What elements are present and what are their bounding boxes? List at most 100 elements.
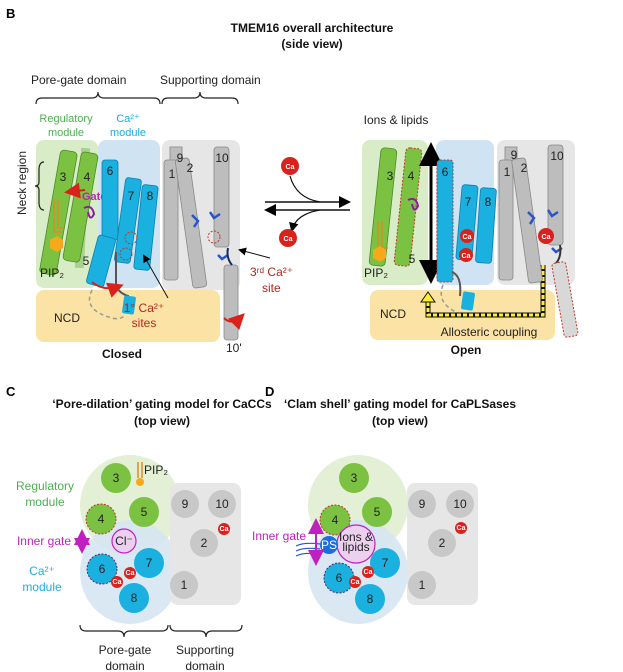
helix-label: 9 (419, 497, 426, 511)
ca-site-empty (119, 247, 133, 261)
dashed-loop (88, 289, 125, 320)
calcium-ion (459, 248, 473, 262)
helix-label: 1 (504, 165, 511, 179)
primary-sites-label: 1° Ca²⁺ (124, 301, 164, 315)
chloride-pore (111, 528, 137, 554)
pore-gate-domain-label: Pore-gate domain (31, 73, 126, 87)
helix-5 (129, 497, 159, 527)
allosteric-arrowhead (420, 291, 436, 303)
third-site-label: site (262, 281, 281, 295)
linker (226, 247, 233, 266)
pip2-lipid (53, 200, 64, 233)
ca-label: Ca (286, 164, 295, 171)
helix-label: 3 (351, 471, 358, 485)
pip2-headgroup (136, 478, 144, 486)
helix-3 (339, 463, 369, 493)
neck-brace (34, 161, 45, 211)
primary-sites-label: sites (132, 316, 157, 330)
ca-binding-curve (289, 175, 321, 203)
supporting-domain-label: Supporting (176, 643, 234, 657)
closed-label: Closed (102, 347, 142, 361)
helix-10-prime-label: 10' (226, 341, 242, 355)
pointer-arrow (143, 254, 169, 299)
helix-label: 8 (131, 591, 138, 605)
helix-label: 2 (521, 161, 528, 175)
ca-label: Ca (351, 579, 360, 586)
brace (161, 91, 239, 105)
helix-label: 9 (511, 148, 518, 162)
linker (451, 271, 462, 297)
calcium-ion (349, 576, 361, 588)
helix-label: 7 (465, 195, 472, 209)
helix-label: 10 (215, 497, 229, 511)
pip2-headgroup (50, 236, 63, 252)
helix-1 (163, 159, 179, 281)
helix-label: 8 (367, 592, 374, 606)
ca-label: Ca (462, 253, 471, 260)
panel-title: ‘Clam shell’ gating model for CaPLSases (284, 397, 516, 411)
calcium-ion (218, 523, 230, 535)
helix-label: 10 (453, 497, 467, 511)
helix-9 (171, 490, 199, 518)
helix-label: 9 (182, 497, 189, 511)
ions-lipids-label: Ions & (339, 530, 373, 544)
pip2-lipid (137, 462, 143, 478)
ca-module-label: Ca²⁺ (116, 113, 140, 125)
ncd-label: NCD (54, 311, 80, 325)
panel-title: ‘Pore-dilation’ gating model for CaCCs (52, 397, 272, 411)
helix-label: 7 (128, 189, 135, 203)
helix-label: 5 (141, 505, 148, 519)
helix-6-lower (86, 234, 116, 288)
helix-label: 5 (409, 252, 416, 266)
helix-label: 6 (107, 164, 114, 178)
helix-label: 3 (113, 471, 120, 485)
helix-label: 6 (336, 571, 343, 585)
pore-gate-domain-label: Pore-gate (99, 643, 152, 657)
regulatory-module-label: Regulatory (16, 479, 74, 493)
helix-10-prime (551, 261, 579, 338)
pip2-label: PIP₂ (144, 463, 168, 477)
pointer-arrow (238, 247, 271, 259)
helix-label: 2 (439, 536, 446, 550)
pore-gate-domain-label: domain (105, 659, 144, 672)
helix-4 (62, 151, 99, 263)
third-site-label: 3ʳᵈ Ca²⁺ (250, 265, 293, 279)
helix-7 (370, 548, 400, 578)
helix-label: 3 (60, 170, 67, 184)
helix-8 (133, 184, 159, 271)
helix-label: 1 (419, 578, 426, 592)
ca-site-empty (207, 230, 221, 244)
helix-10 (213, 146, 230, 248)
brace (169, 624, 243, 638)
ncd-region (36, 290, 220, 342)
gate-residue (407, 197, 420, 211)
helix-8 (355, 584, 385, 614)
calcium-ion (362, 566, 374, 578)
ca-label: Ca (542, 234, 551, 241)
helix-label: 6 (99, 562, 106, 576)
inner-gate-label: Inner gate (252, 529, 306, 543)
helix-label: 1 (181, 578, 188, 592)
helix-2 (190, 529, 218, 557)
helix-label: 4 (408, 169, 415, 183)
helix-1 (498, 159, 514, 281)
pip2-label: PIP₂ (40, 266, 64, 280)
brace (35, 91, 161, 105)
helix-label: 4 (84, 170, 91, 184)
ca-label: Ca (364, 569, 373, 576)
helix-label: 7 (146, 556, 153, 570)
helix-label: 5 (374, 505, 381, 519)
helix-label: 1 (169, 167, 176, 181)
ca-label: Ca (284, 236, 293, 243)
helix-4 (85, 503, 117, 535)
ca-label: Ca (220, 526, 229, 533)
helix-3 (368, 147, 398, 267)
brace (79, 624, 169, 638)
calcium-ion (279, 229, 297, 247)
helix-1 (170, 571, 198, 599)
panel-letter: C (6, 384, 16, 399)
panel-letter: B (6, 6, 15, 21)
panel-title: TMEM16 overall architecture (231, 21, 394, 35)
helix-8 (475, 187, 497, 264)
ca-label: Ca (457, 525, 466, 532)
